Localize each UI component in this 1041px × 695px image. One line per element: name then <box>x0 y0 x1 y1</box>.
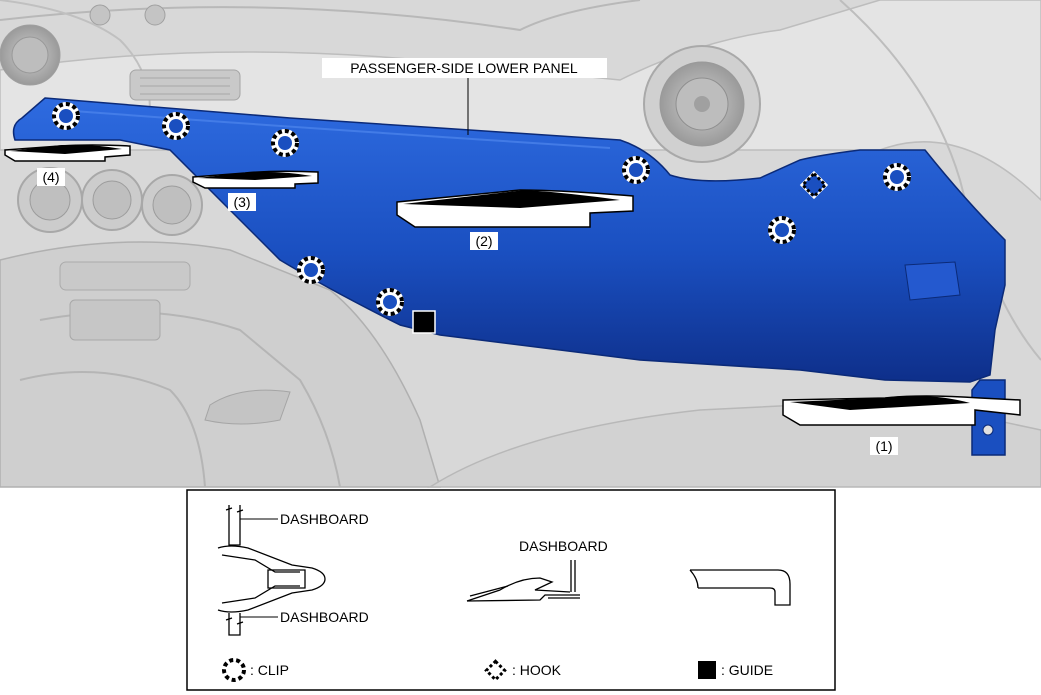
guide-detail-edge <box>689 569 699 589</box>
clip-marker <box>376 288 404 316</box>
left-air-vent <box>0 24 61 86</box>
step-label-4: (4) <box>42 169 59 185</box>
clip-marker <box>52 102 80 130</box>
panel-label: PASSENGER-SIDE LOWER PANEL <box>350 60 578 76</box>
center-air-vent <box>129 69 241 101</box>
step-label-3: (3) <box>233 194 250 210</box>
legend-hook-text: : HOOK <box>512 662 562 678</box>
removal-arrow-3 <box>192 170 319 189</box>
legend-guide-text: : GUIDE <box>721 662 773 678</box>
clip-marker <box>162 112 190 140</box>
removal-arrow-1 <box>782 395 1021 426</box>
clip-marker <box>297 256 325 284</box>
step-label-3-bg <box>228 193 256 211</box>
step-label-2: (2) <box>475 233 492 249</box>
step-label-2-bg <box>470 232 498 250</box>
hook-detail-drawing <box>466 560 580 602</box>
right-air-vent <box>643 45 761 163</box>
removal-arrow-4 <box>4 144 131 162</box>
step-label-1-bg <box>870 437 898 455</box>
clip-marker <box>883 163 911 191</box>
hook-detail-label: DASHBOARD <box>519 538 608 554</box>
clip-detail-top-label: DASHBOARD <box>280 511 369 527</box>
clip-marker <box>271 129 299 157</box>
removal-arrow-2 <box>396 189 634 228</box>
clip-marker <box>622 156 650 184</box>
guide-detail-drawing <box>690 569 791 606</box>
hook-marker <box>799 170 829 200</box>
step-label-1: (1) <box>875 438 892 454</box>
climate-knobs <box>17 4 203 236</box>
legend-clip-text: : CLIP <box>250 662 289 678</box>
step-label-4-bg <box>37 168 65 186</box>
legend-hook-symbol <box>484 659 507 682</box>
legend-clip-symbol <box>222 658 246 682</box>
guide-marker <box>412 310 436 334</box>
panel-label-bg <box>322 58 607 78</box>
clip-marker <box>768 216 796 244</box>
legend-box: DASHBOARD DASHBOARD DASHBOARD : CLIP : H… <box>186 489 836 691</box>
clip-detail-drawing <box>217 505 326 636</box>
clip-detail-bottom-label: DASHBOARD <box>280 609 369 625</box>
legend-guide-symbol <box>698 661 716 679</box>
clip-markers <box>52 102 911 316</box>
